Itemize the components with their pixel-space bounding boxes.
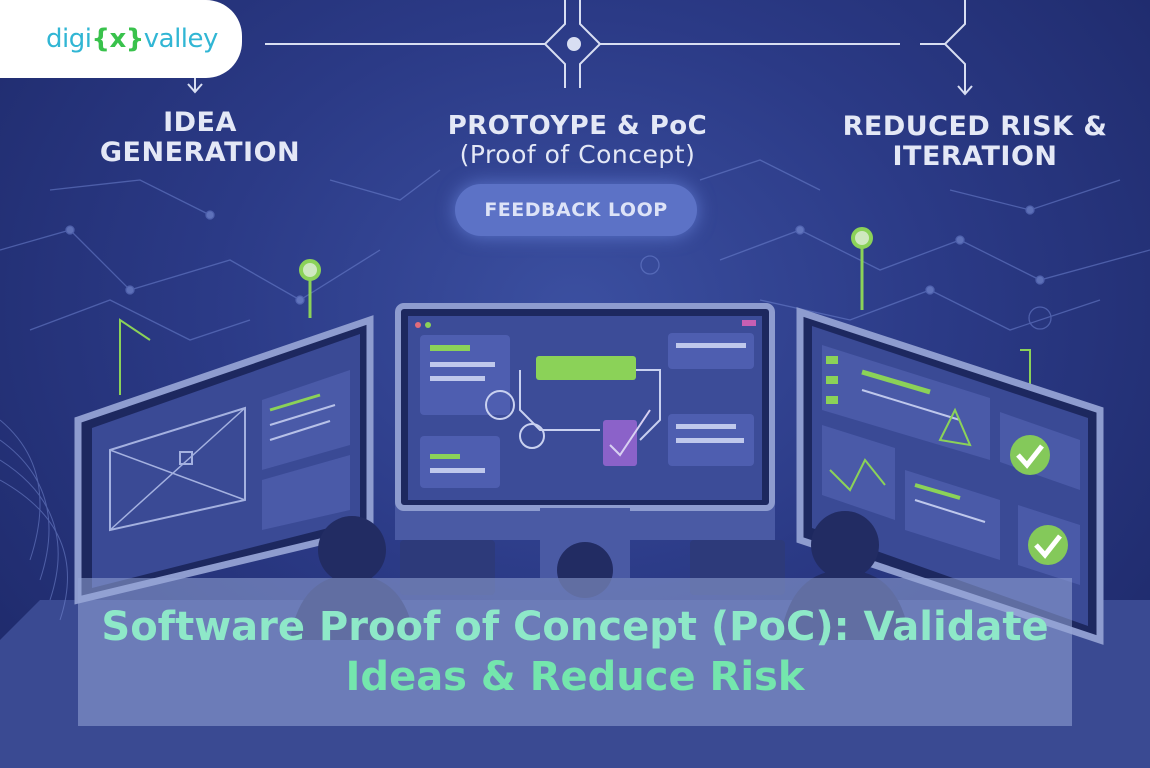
center-monitor — [395, 303, 775, 578]
caption-line-1: Software Proof of Concept (PoC): Validat… — [101, 604, 1049, 650]
network-background — [0, 159, 1150, 341]
reduced-risk-label: REDUCED RISK & ITERATION — [842, 111, 1108, 173]
prototype-subtitle: (Proof of Concept) — [459, 140, 696, 170]
caption-line-2: Ideas & Reduce Risk — [345, 654, 805, 700]
top-connectors — [187, 0, 973, 96]
brand-logo[interactable]: digi{x}valley — [0, 0, 242, 78]
prototype-title: PROTOYPE & PoC — [447, 111, 708, 141]
right-monitor — [796, 307, 1104, 645]
green-pins — [119, 227, 1031, 410]
logo-text: digi{x}valley — [46, 24, 218, 54]
left-waves — [0, 419, 68, 621]
idea-generation-label: IDEA GENERATION — [99, 107, 301, 169]
left-monitor — [74, 315, 374, 605]
caption-banner: Software Proof of Concept (PoC): Validat… — [78, 578, 1072, 726]
feedback-loop-pill: FEEDBACK LOOP — [455, 184, 697, 236]
prototype-label: PROTOYPE & PoC (Proof of Concept) — [425, 111, 730, 170]
